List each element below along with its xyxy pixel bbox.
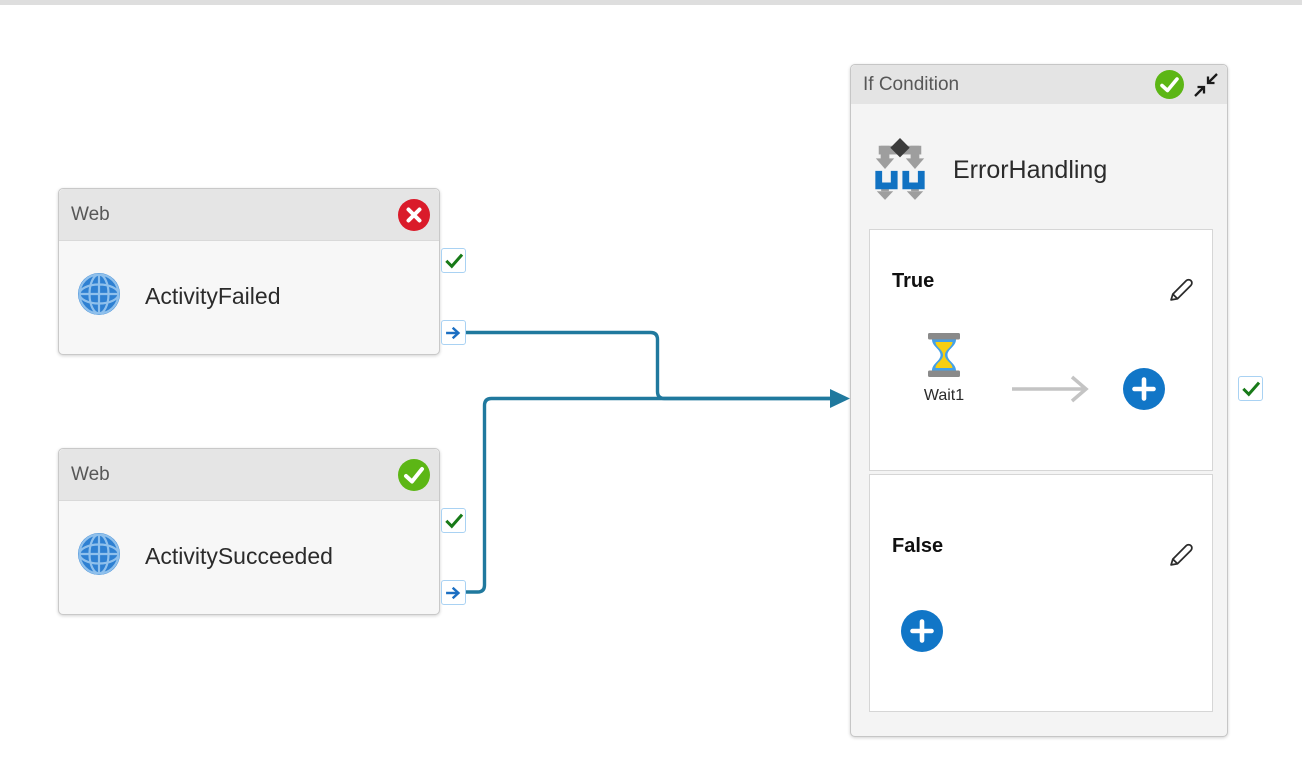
if-condition-type-label: If Condition bbox=[863, 73, 960, 95]
success-status-badge-icon bbox=[1155, 70, 1184, 99]
activity-body: ActivitySucceeded bbox=[59, 501, 439, 612]
activity-body: ActivityFailed bbox=[59, 241, 439, 352]
wait-activity[interactable]: Wait1 bbox=[909, 333, 979, 405]
connector-arrow-port[interactable] bbox=[441, 580, 466, 605]
connector-failed-to-if bbox=[466, 330, 832, 401]
error-status-badge-icon bbox=[398, 199, 430, 231]
if-condition-node[interactable]: If Condition bbox=[850, 64, 1228, 737]
arrow-right-icon bbox=[445, 326, 460, 339]
edit-pencil-icon[interactable] bbox=[1167, 276, 1195, 304]
wait-activity-name: Wait1 bbox=[923, 387, 965, 404]
activity-node-web-failed[interactable]: Web ActivityFailed bbox=[58, 188, 440, 355]
edit-pencil-icon[interactable] bbox=[1167, 541, 1195, 569]
collapse-icon[interactable] bbox=[1193, 72, 1219, 98]
if-condition-header: If Condition bbox=[851, 65, 1227, 104]
check-icon bbox=[1241, 381, 1260, 396]
activity-type-label: Web bbox=[71, 463, 110, 485]
success-output-port[interactable] bbox=[441, 248, 466, 273]
if-condition-icon bbox=[871, 136, 929, 205]
plus-icon bbox=[1132, 377, 1156, 401]
success-output-port[interactable] bbox=[441, 508, 466, 533]
false-branch-panel: False bbox=[869, 474, 1213, 712]
success-output-port[interactable] bbox=[1238, 376, 1263, 401]
activity-header: Web bbox=[59, 449, 439, 501]
add-activity-button[interactable] bbox=[1123, 368, 1165, 410]
if-condition-title-row: ErrorHandling bbox=[871, 136, 1107, 205]
canvas-top-divider bbox=[0, 0, 1302, 5]
check-icon bbox=[444, 513, 463, 528]
check-icon bbox=[444, 253, 463, 268]
connector-succeeded-to-if bbox=[466, 396, 832, 594]
activity-type-label: Web bbox=[71, 203, 110, 225]
true-branch-label: True bbox=[892, 270, 935, 292]
connector-arrow-port[interactable] bbox=[441, 320, 466, 345]
arrow-right-icon bbox=[445, 586, 460, 599]
web-globe-icon bbox=[77, 532, 121, 581]
add-activity-button[interactable] bbox=[901, 610, 943, 652]
activity-node-web-succeeded[interactable]: Web ActivitySucceeded bbox=[58, 448, 440, 615]
web-globe-icon bbox=[77, 272, 121, 321]
plus-icon bbox=[910, 619, 934, 643]
false-branch-label: False bbox=[892, 535, 944, 557]
activity-header: Web bbox=[59, 189, 439, 241]
activity-name: ActivitySucceeded bbox=[145, 543, 333, 569]
true-branch-panel: True Wait1 bbox=[869, 229, 1213, 471]
hourglass-icon bbox=[927, 333, 961, 382]
success-status-badge-icon bbox=[398, 459, 430, 491]
connector-arrowhead bbox=[830, 389, 850, 408]
activity-name: ActivityFailed bbox=[145, 283, 281, 309]
flow-arrow-icon bbox=[1010, 374, 1104, 409]
if-condition-name: ErrorHandling bbox=[953, 156, 1108, 184]
